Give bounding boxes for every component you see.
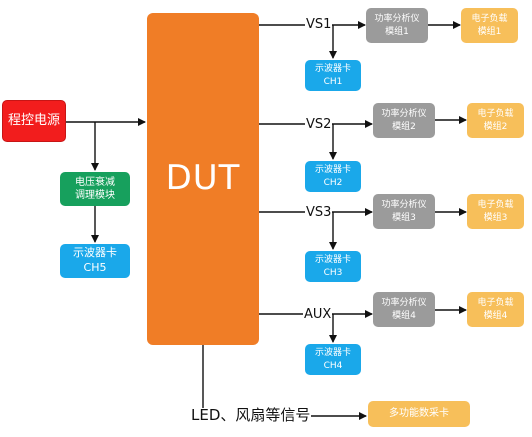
rail-label-vs1: VS1 xyxy=(305,17,333,32)
analyzer-2-label-line1: 功率分析仪 xyxy=(381,109,427,120)
rail-label-vs2: VS2 xyxy=(305,117,333,132)
load-2-label-line2: 模组2 xyxy=(483,121,508,132)
electronic-load-module-2: 电子负载 模组2 xyxy=(467,103,524,138)
analyzer-3-label-line2: 模组3 xyxy=(392,212,416,223)
power-analyzer-module-3: 功率分析仪 模组3 xyxy=(373,194,435,229)
scope-card-ch5: 示波器卡 CH5 xyxy=(60,244,130,278)
power-analyzer-module-1: 功率分析仪 模组1 xyxy=(366,8,428,43)
attenuator-label-line2: 调理模块 xyxy=(75,190,115,201)
analyzer-3-label-line1: 功率分析仪 xyxy=(381,200,427,211)
dut-label: DUT xyxy=(165,158,241,199)
analyzer-4-label-line1: 功率分析仪 xyxy=(381,298,427,309)
scope-ch5-label-line1: 示波器卡 xyxy=(73,246,117,260)
load-4-label-line2: 模组4 xyxy=(483,310,508,321)
scope-card-ch1: 示波器卡 CH1 xyxy=(305,60,361,91)
load-1-label-line2: 模组1 xyxy=(477,26,502,37)
voltage-attenuator-module: 电压衰减 调理模块 xyxy=(60,172,130,206)
scope-card-ch2: 示波器卡 CH2 xyxy=(305,161,361,192)
electronic-load-module-1: 电子负载 模组1 xyxy=(461,8,518,43)
power-analyzer-module-4: 功率分析仪 模组4 xyxy=(373,292,435,327)
signals-label: LED、风扇等信号 xyxy=(190,406,312,424)
load-3-label-line1: 电子负载 xyxy=(477,200,514,211)
electronic-load-module-4: 电子负载 模组4 xyxy=(467,292,524,327)
daq-card-label: 多功能数采卡 xyxy=(389,408,449,420)
multifunction-daq-card: 多功能数采卡 xyxy=(368,401,470,427)
analyzer-4-label-line2: 模组4 xyxy=(392,310,416,321)
electronic-load-module-3: 电子负载 模组3 xyxy=(467,194,524,229)
analyzer-2-label-line2: 模组2 xyxy=(392,121,416,132)
scope-ch4-label-line1: 示波器卡 xyxy=(314,348,351,359)
load-1-label-line1: 电子负载 xyxy=(471,14,508,25)
scope-ch1-label-line2: CH1 xyxy=(323,76,343,87)
rail-label-vs3: VS3 xyxy=(305,205,333,220)
scope-ch3-label-line1: 示波器卡 xyxy=(314,255,351,266)
power-analyzer-module-2: 功率分析仪 模组2 xyxy=(373,103,435,138)
dut-block: DUT xyxy=(147,13,259,345)
load-3-label-line2: 模组3 xyxy=(483,212,508,223)
rail-label-aux: AUX xyxy=(303,307,333,322)
power-supply-label: 程控电源 xyxy=(7,113,60,129)
scope-ch3-label-line2: CH3 xyxy=(323,267,343,278)
scope-ch1-label-line1: 示波器卡 xyxy=(314,64,351,75)
attenuator-label-line1: 电压衰减 xyxy=(75,176,115,188)
scope-ch5-label-line2: CH5 xyxy=(83,261,107,274)
scope-card-ch4: 示波器卡 CH4 xyxy=(305,344,361,375)
analyzer-1-label-line2: 模组1 xyxy=(385,26,409,37)
load-4-label-line1: 电子负载 xyxy=(477,298,514,309)
load-2-label-line1: 电子负载 xyxy=(477,109,514,120)
programmable-power-supply: 程控电源 xyxy=(2,100,66,142)
scope-ch2-label-line2: CH2 xyxy=(323,177,343,188)
scope-ch4-label-line2: CH4 xyxy=(323,360,343,371)
scope-ch2-label-line1: 示波器卡 xyxy=(314,165,351,176)
scope-card-ch3: 示波器卡 CH3 xyxy=(305,251,361,282)
analyzer-1-label-line1: 功率分析仪 xyxy=(374,14,420,25)
